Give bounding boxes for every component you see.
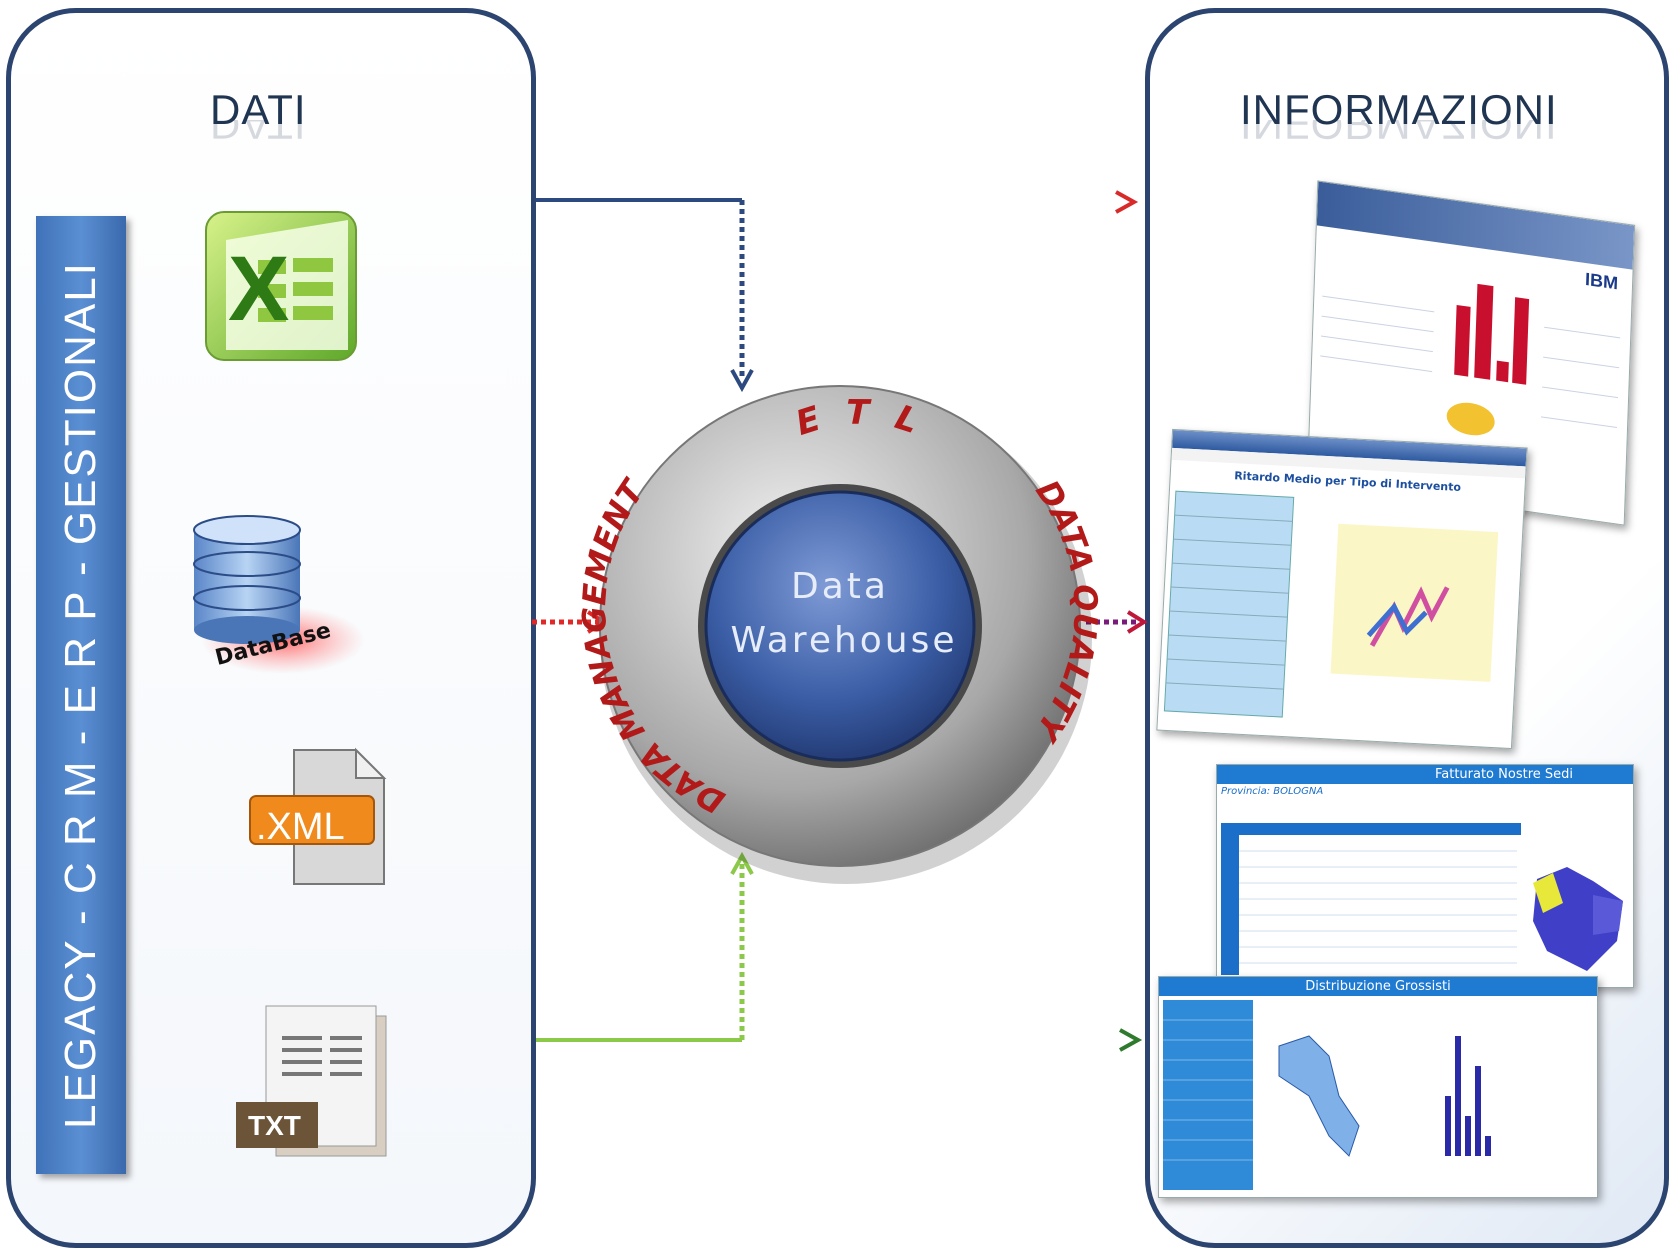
data-warehouse-hub: E T L DATA QUALITY DATA MANAGEMENT Data … [575,385,1105,884]
xml-label: .XML [256,806,345,848]
fatturato-table-map [1221,823,1623,975]
excel-icon: X [205,211,357,361]
txt-label: TXT [248,1110,301,1141]
connector-report-middle [1086,610,1148,634]
informazioni-title: INFORMAZIONI INFORMAZIONI [1240,86,1558,148]
xml-file-icon [249,747,387,885]
fatturato-title: Fatturato Nostre Sedi [1217,765,1633,784]
distribuzione-charts [1163,1000,1491,1190]
hub-label-warehouse: Warehouse [730,620,957,661]
ritardo-medio-chart [1163,490,1499,718]
legacy-crm-erp-bar: LEGACY - C R M - E R P - GESTIONALI [36,216,126,1174]
report-distribuzione: Distribuzione Grossisti [1158,976,1598,1198]
connector-txt [536,851,754,1042]
ibm-dashboard-charts [1320,283,1621,436]
ibm-logo: IBM [1584,268,1619,294]
hub-label-data: Data [791,566,889,607]
txt-file-icon [236,1005,387,1157]
distribuzione-title: Distribuzione Grossisti [1159,977,1597,996]
connector-report-bottom [933,856,1143,1052]
dati-title: DATI DATI [210,86,307,148]
fatturato-subtitle: Provincia: BOLOGNA [1221,786,1324,797]
report-fatturato: Fatturato Nostre Sedi Provincia: BOLOGNA [1216,764,1634,988]
connector-excel [536,198,754,393]
database-icon [193,515,365,674]
svg-text:X: X [228,238,289,340]
report-ibm-dashboard: IBM [1306,180,1636,526]
report-ritardo-medio: Ritardo Medio per Tipo di Intervento [1156,428,1528,750]
connector-report-top [933,190,1139,390]
